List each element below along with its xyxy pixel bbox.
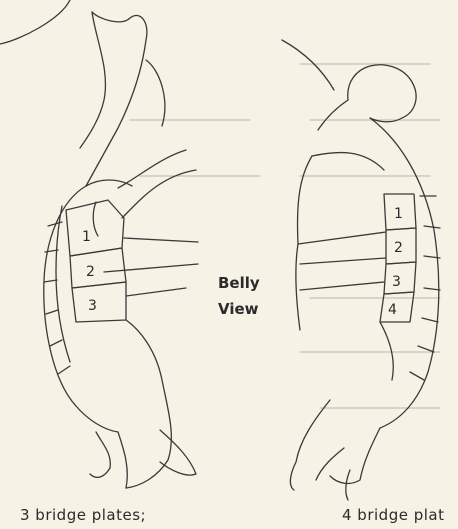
right-plate-3: 3 [392, 274, 401, 290]
right-caption: 4 bridge plat [342, 506, 444, 524]
right-plate-2: 2 [394, 240, 403, 256]
left-plate-3: 3 [88, 298, 97, 314]
center-label-belly: Belly [218, 274, 260, 292]
right-plate-4: 4 [388, 302, 397, 318]
left-turtle-drawing [44, 12, 198, 488]
center-label-view: View [218, 300, 259, 318]
corner-circle [0, 0, 70, 44]
right-plate-1: 1 [394, 206, 403, 222]
right-turtle-drawing [282, 40, 440, 500]
left-caption: 3 bridge plates; [20, 506, 146, 524]
left-plate-2: 2 [86, 264, 95, 280]
left-plate-1: 1 [82, 229, 91, 245]
background-lines [130, 64, 440, 408]
